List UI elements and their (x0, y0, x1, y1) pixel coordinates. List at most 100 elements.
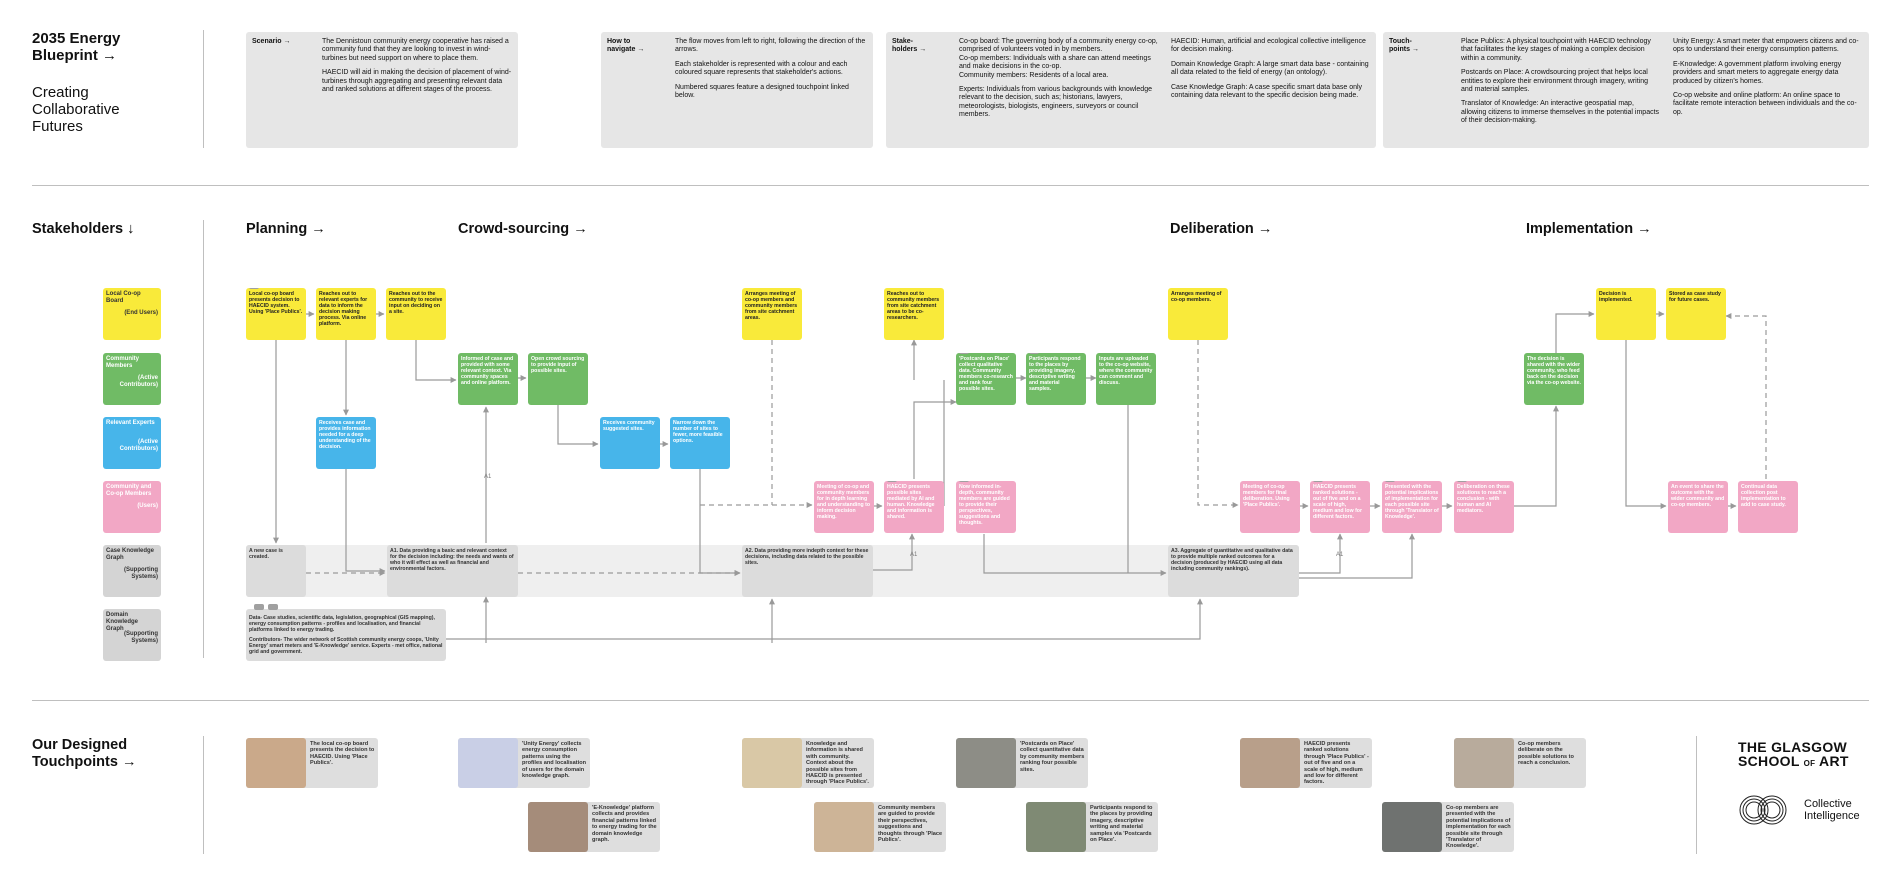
step-participants-respond: Participants respond to the places by pr… (1026, 353, 1086, 405)
stakeholder-def: HAECID: Human, artificial and ecological… (1171, 38, 1366, 54)
page-subtitle: Creating Collaborative Futures (32, 84, 120, 135)
touchpoint-card: Co-op members deliberate on the possible… (1454, 738, 1586, 788)
touchpoint-card: Knowledge and information is shared with… (742, 738, 874, 788)
step-open-crowdsourcing: Open crowd sourcing to provide input of … (528, 353, 588, 405)
phase-implementation: Implementation → (1526, 221, 1652, 237)
touchpoint-def: Co-op website and online platform: An on… (1673, 92, 1857, 116)
arrow-label: A1 (484, 474, 492, 480)
touchpoint-photo (246, 738, 306, 788)
touchpoint-def: Unity Energy: A smart meter that empower… (1673, 38, 1859, 54)
step-final-deliberation-meeting: Meeting of co-op members for final delib… (1240, 481, 1300, 533)
touchpoints-panel-label: Touch- points → (1389, 38, 1419, 54)
touchpoint-card: 'Unity Energy' collects energy consumpti… (458, 738, 590, 788)
arrow-label: A1 (910, 552, 918, 558)
ci-rings-icon (1739, 795, 1787, 825)
case-data-a2: A2. Data providing more indepth context … (742, 545, 873, 597)
step-narrow-sites: Narrow down the number of sites to fewer… (670, 417, 730, 469)
stakeholders-panel: Stake- holders → Co-op board: The govern… (886, 32, 1376, 148)
lane-local-coop-board: Local Co-op Board(End Users) (103, 288, 161, 340)
case-data-a1: A1. Data providing a basic and relevant … (387, 545, 518, 597)
touchpoint-def: Translator of Knowledge: An interactive … (1461, 100, 1660, 125)
stakeholder-def: Community members: Residents of a local … (959, 71, 1109, 79)
touchpoints-heading: Our Designed Touchpoints → (32, 737, 137, 770)
touchpoint-photo (1382, 802, 1442, 852)
step-experts-receive-case: Receives case and provides information n… (316, 417, 376, 469)
header-divider (203, 30, 204, 148)
gsa-logo: THE GLASGOW SCHOOL OF ART (1738, 739, 1849, 769)
stakeholders-panel-label: Stake- holders → (892, 38, 927, 54)
touchpoints-panel: Touch- points → Place Publics: A physica… (1383, 32, 1869, 148)
step-indepth-meeting: Meeting of co-op and community members f… (814, 481, 874, 533)
step-implemented: Decision is implemented. (1596, 288, 1656, 340)
touchpoint-photo (1240, 738, 1300, 788)
lane-relevant-experts: Relevant Experts(Active Contributors) (103, 417, 161, 469)
step-reach-community: Reaches out to the community to receive … (386, 288, 446, 340)
touchpoint-photo (956, 738, 1016, 788)
touchpoints-divider (203, 736, 204, 854)
touchpoint-photo (1026, 802, 1086, 852)
lane-divider (203, 220, 204, 658)
step-arrange-meeting: Arranges meeting of co-op members and co… (742, 288, 802, 340)
step-community-perspectives: Now informed in-depth, community members… (956, 481, 1016, 533)
touchpoint-card: Participants respond to the places by pr… (1026, 802, 1158, 852)
lane-domain-knowledge-graph: Domain Knowledge Graph(Supporting System… (103, 609, 161, 661)
touchpoint-card: 'Postcards on Place' collect quantitativ… (956, 738, 1088, 788)
step-continual-data: Continual data collection post implement… (1738, 481, 1798, 533)
logo-divider (1696, 736, 1697, 854)
step-postcards-collect: 'Postcards on Place' collect qualitative… (956, 353, 1016, 405)
stakeholder-def: Co-op members: Individuals with a share … (959, 54, 1151, 71)
navigate-label: How to navigate → (607, 38, 645, 54)
phase-crowd-sourcing: Crowd-sourcing → (458, 221, 588, 237)
step-reach-coresearchers: Reaches out to community members from si… (884, 288, 944, 340)
touchpoint-photo (528, 802, 588, 852)
step-experts-receive-sites: Receives community suggested sites. (600, 417, 660, 469)
case-created: A new case is created. (246, 545, 306, 597)
section-divider (32, 185, 1869, 186)
touchpoint-photo (742, 738, 802, 788)
collective-intelligence-logo: Collective Intelligence (1738, 790, 1870, 830)
touchpoint-photo (814, 802, 874, 852)
step-inputs-uploaded: Inputs are uploaded to the co-op website… (1096, 353, 1156, 405)
lane-case-knowledge-graph: Case Knowledge Graph(Supporting Systems) (103, 545, 161, 597)
domain-knowledge-data: Data- Case studies, scientific data, leg… (246, 604, 446, 661)
step-decision-shared: The decision is shared with the wider co… (1524, 353, 1584, 405)
navigate-text: The flow moves from left to right, follo… (675, 38, 866, 54)
navigate-text: Each stakeholder is represented with a c… (675, 60, 848, 77)
step-stored-case: Stored as case study for future cases. (1666, 288, 1726, 340)
stakeholder-def: Experts: Individuals from various backgr… (959, 86, 1152, 119)
touchpoint-card: Community members are guided to provide … (814, 802, 946, 852)
touchpoint-def: Place Publics: A physical touchpoint wit… (1461, 38, 1651, 62)
lane-community-coop-members: Community and Co-op Members(Users) (103, 481, 161, 533)
arrow-label: A1 (1336, 552, 1344, 558)
phase-planning: Planning → (246, 221, 326, 237)
scenario-label: Scenario → (252, 38, 291, 45)
touchpoint-photo (1454, 738, 1514, 788)
ci-line2: Intelligence (1804, 810, 1860, 822)
scenario-text: The Dennistoun community energy cooperat… (322, 38, 509, 62)
scenario-panel: Scenario → The Dennistoun community ener… (246, 32, 518, 148)
step-share-event: An event to share the outcome with the w… (1668, 481, 1728, 533)
touchpoint-def: Postcards on Place: A crowdsourcing proj… (1461, 69, 1649, 94)
stakeholders-heading: Stakeholders ↓ (32, 221, 135, 237)
touchpoint-card: The local co-op board presents the decis… (246, 738, 378, 788)
stakeholder-def: Co-op board: The governing body of a com… (959, 38, 1158, 54)
step-implications: Presented with the potential implication… (1382, 481, 1442, 533)
navigate-panel: How to navigate → The flow moves from le… (601, 32, 873, 148)
step-haecid-presents-sites: HAECID presents possible sites mediated … (884, 481, 944, 533)
step-reach-experts: Reaches out to relevant experts for data… (316, 288, 376, 340)
lane-community-members: Community Members(Active Contributors) (103, 353, 161, 405)
phase-deliberation: Deliberation → (1170, 221, 1273, 237)
case-data-a3: A3. Aggregate of quantitative and qualit… (1168, 545, 1299, 597)
ci-line1: Collective (1804, 798, 1852, 810)
touchpoint-card: HAECID presents ranked solutions through… (1240, 738, 1372, 788)
step-arrange-coop-meeting: Arranges meeting of co-op members. (1168, 288, 1228, 340)
step-ranked-solutions: HAECID presents ranked solutions - out o… (1310, 481, 1370, 533)
section-divider (32, 700, 1869, 701)
navigate-text: Numbered squares feature a designed touc… (675, 83, 849, 100)
step-present-decision: Local co-op board presents decision to H… (246, 288, 306, 340)
touchpoint-card: Co-op members are presented with the pot… (1382, 802, 1514, 852)
scenario-text: HAECID will aid in making the decision o… (322, 69, 512, 94)
step-community-informed: Informed of case and provided with some … (458, 353, 518, 405)
step-deliberation: Deliberation on these solutions to reach… (1454, 481, 1514, 533)
touchpoint-card: 'E-Knowledge' platform collects and prov… (528, 802, 660, 852)
